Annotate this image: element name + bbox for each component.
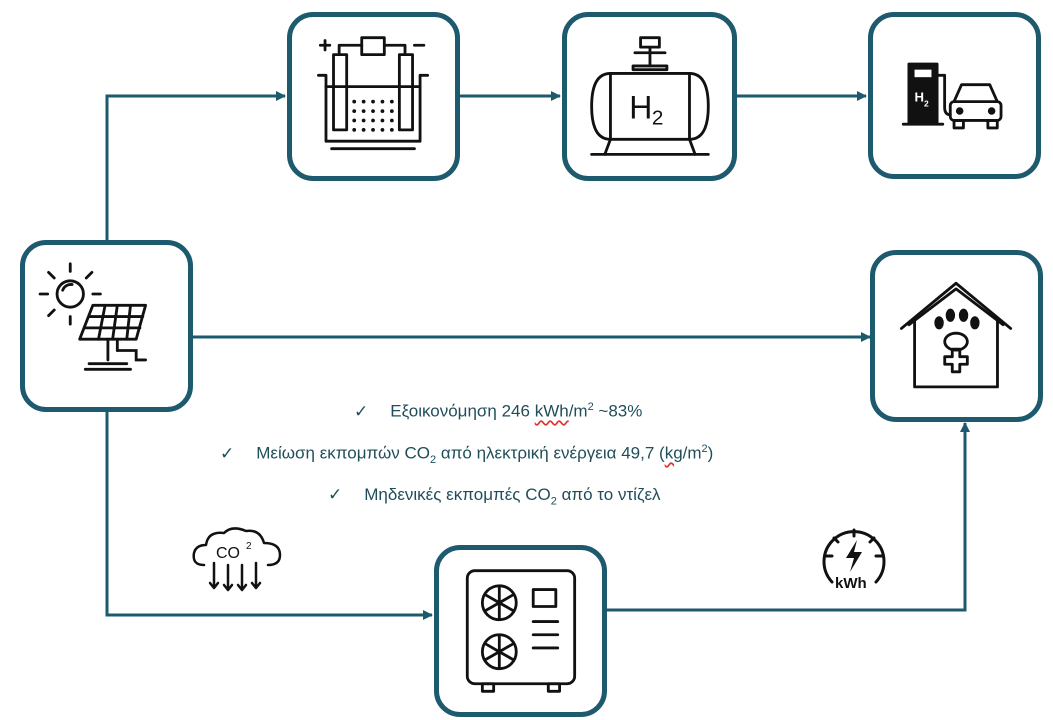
solar-panel-node — [20, 240, 193, 412]
h2-label: H — [629, 90, 652, 126]
bullet-co2-diesel: ✓ Μηδενικές εκπομπές CO2 από το ντίζελ — [328, 485, 661, 507]
heat-pump-node — [434, 545, 607, 717]
arrow-solar-to-heatpump — [105, 412, 433, 620]
co2-icon-superscript: 2 — [246, 541, 252, 552]
arrow-heatpump-to-clinic — [607, 422, 970, 612]
veterinary-clinic-icon — [899, 281, 1013, 389]
station-h2-subscript: 2 — [924, 98, 929, 108]
bullet-text: Εξοικονόμηση 246 kWh/m2 ~83% — [390, 401, 643, 421]
check-icon: ✓ — [328, 485, 343, 504]
electrolyzer-node — [287, 12, 460, 181]
bullet-energy-saving: ✓ Εξοικονόμηση 246 kWh/m2 ~83% — [354, 401, 642, 422]
hydrogen-tank-icon: H 2 — [590, 36, 710, 156]
check-icon: ✓ — [354, 401, 369, 421]
bullet-text: Μείωση εκπομπών CO2 από ηλεκτρική ενέργε… — [256, 443, 714, 467]
solar-panel-icon — [38, 262, 147, 371]
hydrogen-station-node: H 2 — [868, 12, 1041, 179]
heat-pump-icon — [465, 569, 577, 693]
hydrogen-tank-node: H 2 — [562, 12, 737, 181]
kwh-label: kWh — [835, 575, 867, 592]
check-icon: ✓ — [220, 443, 235, 463]
bullet-co2-electric: ✓ Μείωση εκπομπών CO2 από ηλεκτρική ενέρ… — [220, 443, 713, 466]
co2-cloud-icon: CO 2 — [192, 527, 282, 592]
h2-subscript: 2 — [652, 106, 664, 129]
arrow-solar-to-electrolyzer — [105, 91, 286, 240]
electrolyzer-icon — [317, 36, 430, 151]
kwh-meter-icon: kWh — [822, 528, 886, 592]
co2-icon-label: CO — [216, 545, 240, 562]
hydrogen-fuel-station-icon: H 2 — [901, 62, 1003, 130]
station-h2-label: H — [915, 90, 925, 105]
bullet-text: Μηδενικές εκπομπές CO2 από το ντίζελ — [364, 485, 661, 508]
vet-clinic-node — [870, 250, 1043, 422]
